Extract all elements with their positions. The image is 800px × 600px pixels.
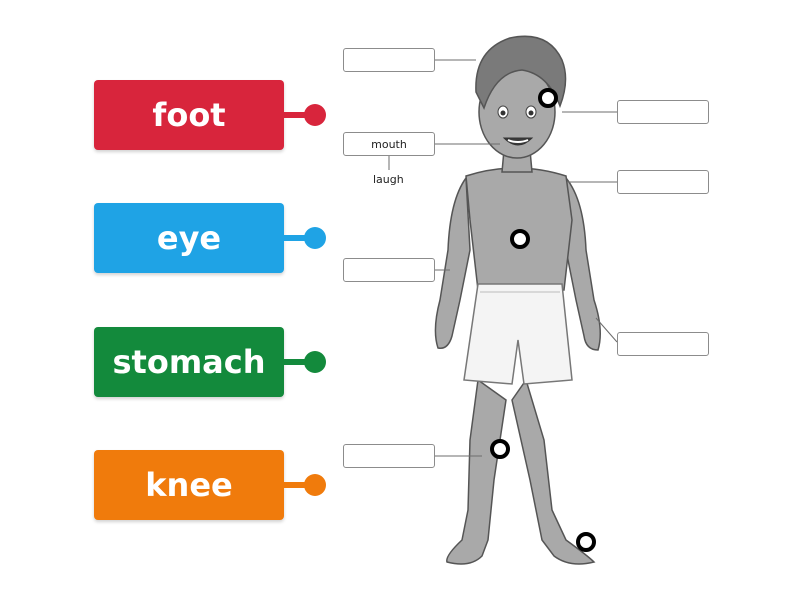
answer-box-hand[interactable] (617, 332, 709, 356)
tile-handle-foot[interactable] (304, 104, 326, 126)
answer-box-arm[interactable] (343, 258, 435, 282)
word-tile-knee[interactable]: knee (94, 450, 284, 520)
drop-target-eye[interactable] (538, 88, 558, 108)
word-tile-label: foot (152, 96, 226, 134)
answer-hint-laugh: laugh (373, 173, 404, 186)
word-tile-label: knee (145, 466, 233, 504)
drop-target-foot[interactable] (576, 532, 596, 552)
word-tile-foot[interactable]: foot (94, 80, 284, 150)
tile-connector-eye (284, 235, 310, 241)
drop-target-stomach[interactable] (510, 229, 530, 249)
tile-connector-knee (284, 482, 310, 488)
drop-target-knee[interactable] (490, 439, 510, 459)
tile-handle-eye[interactable] (304, 227, 326, 249)
answer-box-mouth[interactable]: mouth (343, 132, 435, 156)
word-tile-eye[interactable]: eye (94, 203, 284, 273)
tile-handle-stomach[interactable] (304, 351, 326, 373)
answer-box-hair[interactable] (343, 48, 435, 72)
word-tile-stomach[interactable]: stomach (94, 327, 284, 397)
word-tile-label: stomach (112, 343, 266, 381)
tile-connector-stomach (284, 359, 310, 365)
answer-box-leg[interactable] (343, 444, 435, 468)
tile-handle-knee[interactable] (304, 474, 326, 496)
word-tile-label: eye (156, 219, 222, 257)
tile-connector-foot (284, 112, 310, 118)
answer-box-ear[interactable] (617, 100, 709, 124)
answer-box-shoulder[interactable] (617, 170, 709, 194)
